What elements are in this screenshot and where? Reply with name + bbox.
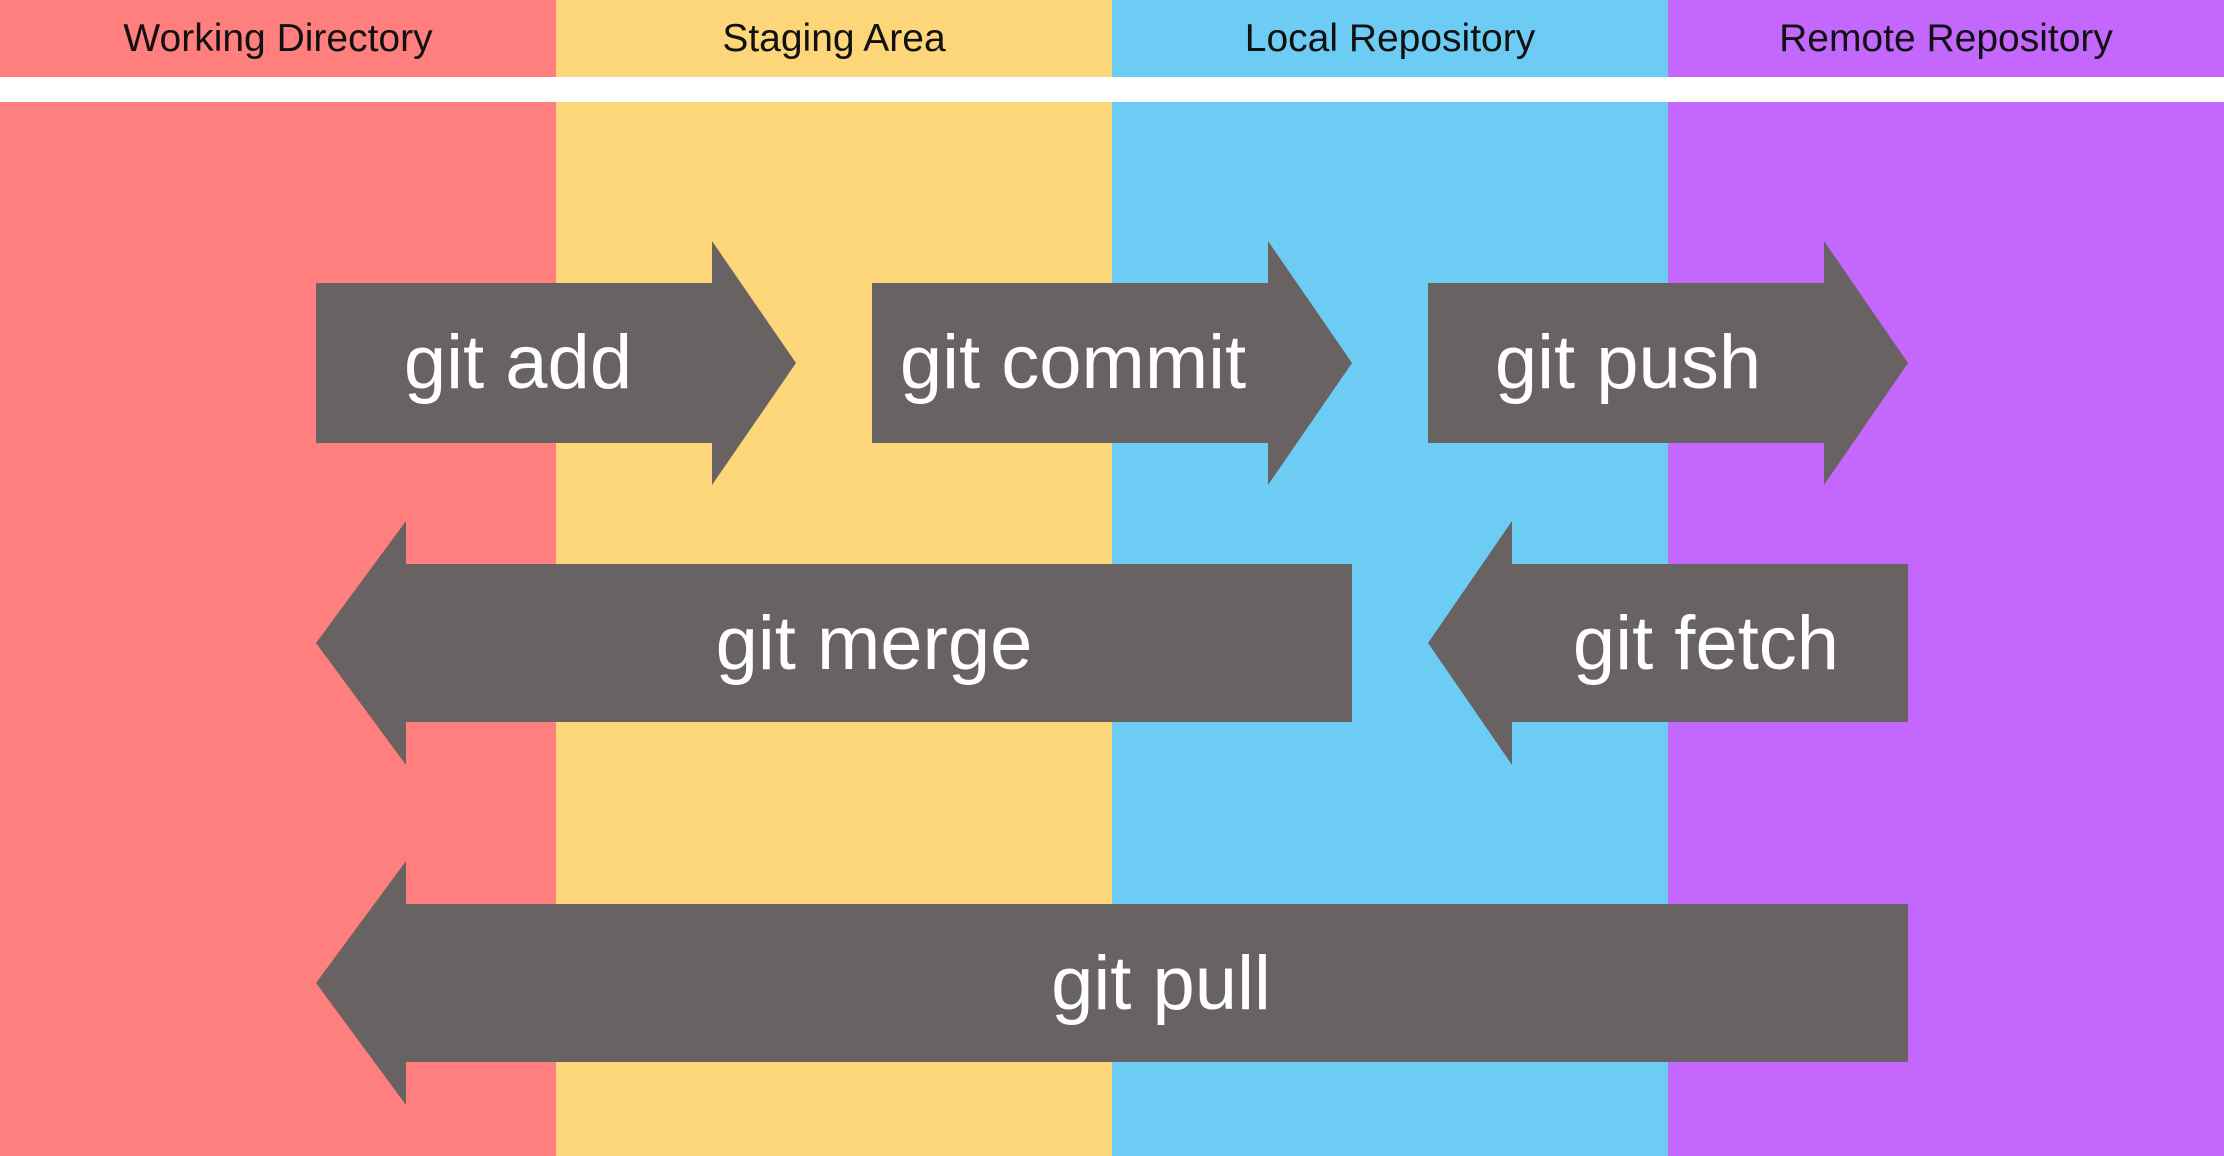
git-fetch-arrow — [1428, 521, 1908, 765]
git-pull-label: git pull — [1051, 941, 1271, 1026]
git-pull-arrow — [316, 861, 1908, 1105]
git-push-label: git push — [1495, 320, 1761, 405]
column-header-local-repository — [1112, 0, 1668, 77]
git-push-arrow — [1428, 241, 1908, 485]
git-add-arrow — [316, 241, 796, 485]
column-header-working-directory — [0, 0, 556, 77]
column-label-remote-repository: Remote Repository — [1779, 17, 2113, 60]
git-commit-arrow — [872, 241, 1352, 485]
column-header-staging-area — [556, 0, 1112, 77]
column-label-working-directory: Working Directory — [123, 17, 433, 60]
column-header-remote-repository — [1668, 0, 2224, 77]
git-merge-arrow — [316, 521, 1352, 765]
column-label-staging-area: Staging Area — [722, 17, 946, 60]
git-commit-label: git commit — [900, 320, 1246, 405]
git-add-label: git add — [404, 320, 632, 405]
git-merge-label: git merge — [716, 601, 1033, 686]
column-label-local-repository: Local Repository — [1245, 17, 1536, 60]
git-fetch-label: git fetch — [1573, 601, 1839, 686]
